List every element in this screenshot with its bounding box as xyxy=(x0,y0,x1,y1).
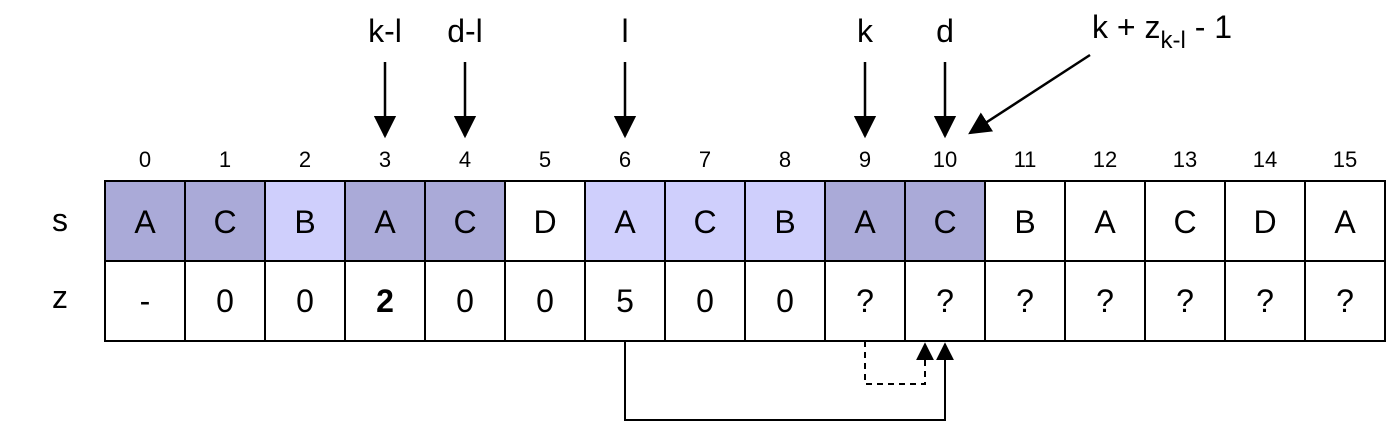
s-cell-value: A xyxy=(374,204,396,240)
z-cell-bg xyxy=(344,260,426,342)
pointer-label: d-l xyxy=(447,13,483,49)
s-cell-bg xyxy=(104,180,186,262)
index-label: 11 xyxy=(1014,147,1037,172)
s-cell-bg xyxy=(1224,180,1306,262)
z-cell-value: 0 xyxy=(696,283,714,319)
z-cell-bg xyxy=(584,260,666,342)
s-cell-value: C xyxy=(453,204,476,240)
index-label: 6 xyxy=(619,147,631,172)
z-cell-value: 0 xyxy=(216,283,234,319)
pointer-label: k-l xyxy=(368,13,402,49)
formula-main: k + z xyxy=(1092,9,1160,45)
index-label: 14 xyxy=(1253,147,1277,172)
formula-label: k + zk-l - 1 xyxy=(1092,9,1232,54)
z-cell-value: - xyxy=(140,283,151,319)
pointer-label: d xyxy=(936,13,954,49)
s-cell-bg xyxy=(984,180,1066,262)
dashed-connector-arrow xyxy=(864,341,934,385)
s-cell-bg xyxy=(1144,180,1226,262)
z-cell-bg xyxy=(1144,260,1226,342)
z-cell-bg xyxy=(264,260,346,342)
row-label-s: s xyxy=(52,202,68,238)
s-cell-value: C xyxy=(213,204,236,240)
z-cell-value: 0 xyxy=(456,283,474,319)
s-cell-value: A xyxy=(1334,204,1356,240)
pointer-arrows: k-l d-l l k d xyxy=(368,13,957,139)
index-label: 13 xyxy=(1173,147,1197,172)
s-cell-value: A xyxy=(854,204,876,240)
formula-tail: - 1 xyxy=(1186,9,1232,45)
s-cell-bg xyxy=(1304,180,1386,262)
z-cell-bg xyxy=(424,260,506,342)
z-cell-value: ? xyxy=(856,283,874,319)
z-cell-bg xyxy=(664,260,746,342)
index-label: 12 xyxy=(1093,147,1117,172)
index-label: 2 xyxy=(299,147,311,172)
z-cell-value: ? xyxy=(1016,283,1034,319)
formula-arrow xyxy=(968,53,1091,135)
s-cell-value: B xyxy=(774,204,795,240)
s-cell-bg xyxy=(824,180,906,262)
z-cell-value: ? xyxy=(1336,283,1354,319)
pointer-label: l xyxy=(621,13,628,49)
array-cells: 0A-1C02B03A24C05D06A57C08B09A?10C?11B?12… xyxy=(104,147,1386,342)
solid-connector-arrow xyxy=(624,341,954,421)
s-cell-value: A xyxy=(614,204,636,240)
s-cell-value: A xyxy=(134,204,156,240)
z-cell-bg xyxy=(1304,260,1386,342)
s-cell-value: D xyxy=(1253,204,1276,240)
z-cell-value: ? xyxy=(1096,283,1114,319)
index-label: 1 xyxy=(219,147,231,172)
s-cell-value: B xyxy=(1014,204,1035,240)
z-cell-value: ? xyxy=(936,283,954,319)
pointer-label: k xyxy=(857,13,874,49)
index-label: 7 xyxy=(699,147,711,172)
z-cell-value: 0 xyxy=(296,283,314,319)
z-cell-bg xyxy=(104,260,186,342)
z-cell-bg xyxy=(904,260,986,342)
index-label: 5 xyxy=(539,147,551,172)
formula-subscript: k-l xyxy=(1160,27,1185,54)
s-cell-value: B xyxy=(294,204,315,240)
index-label: 15 xyxy=(1333,147,1357,172)
index-label: 8 xyxy=(779,147,791,172)
index-label: 4 xyxy=(459,147,471,172)
z-cell-value: ? xyxy=(1256,283,1274,319)
s-cell-bg xyxy=(904,180,986,262)
z-cell-value: 0 xyxy=(536,283,554,319)
index-label: 9 xyxy=(859,147,871,172)
s-cell-bg xyxy=(744,180,826,262)
z-cell-bg xyxy=(824,260,906,342)
s-cell-value: A xyxy=(1094,204,1116,240)
s-cell-value: C xyxy=(1173,204,1196,240)
connector-arrows xyxy=(624,341,954,421)
s-cell-value: D xyxy=(533,204,556,240)
z-cell-value: 2 xyxy=(376,283,394,319)
z-cell-bg xyxy=(504,260,586,342)
s-cell-value: C xyxy=(933,204,956,240)
z-cell-bg xyxy=(744,260,826,342)
row-label-z: z xyxy=(52,279,68,315)
z-cell-value: ? xyxy=(1176,283,1194,319)
index-label: 0 xyxy=(139,147,151,172)
s-cell-value: C xyxy=(693,204,716,240)
index-label: 3 xyxy=(379,147,391,172)
z-cell-value: 0 xyxy=(776,283,794,319)
z-cell-value: 5 xyxy=(616,283,634,319)
index-label: 10 xyxy=(933,147,957,172)
